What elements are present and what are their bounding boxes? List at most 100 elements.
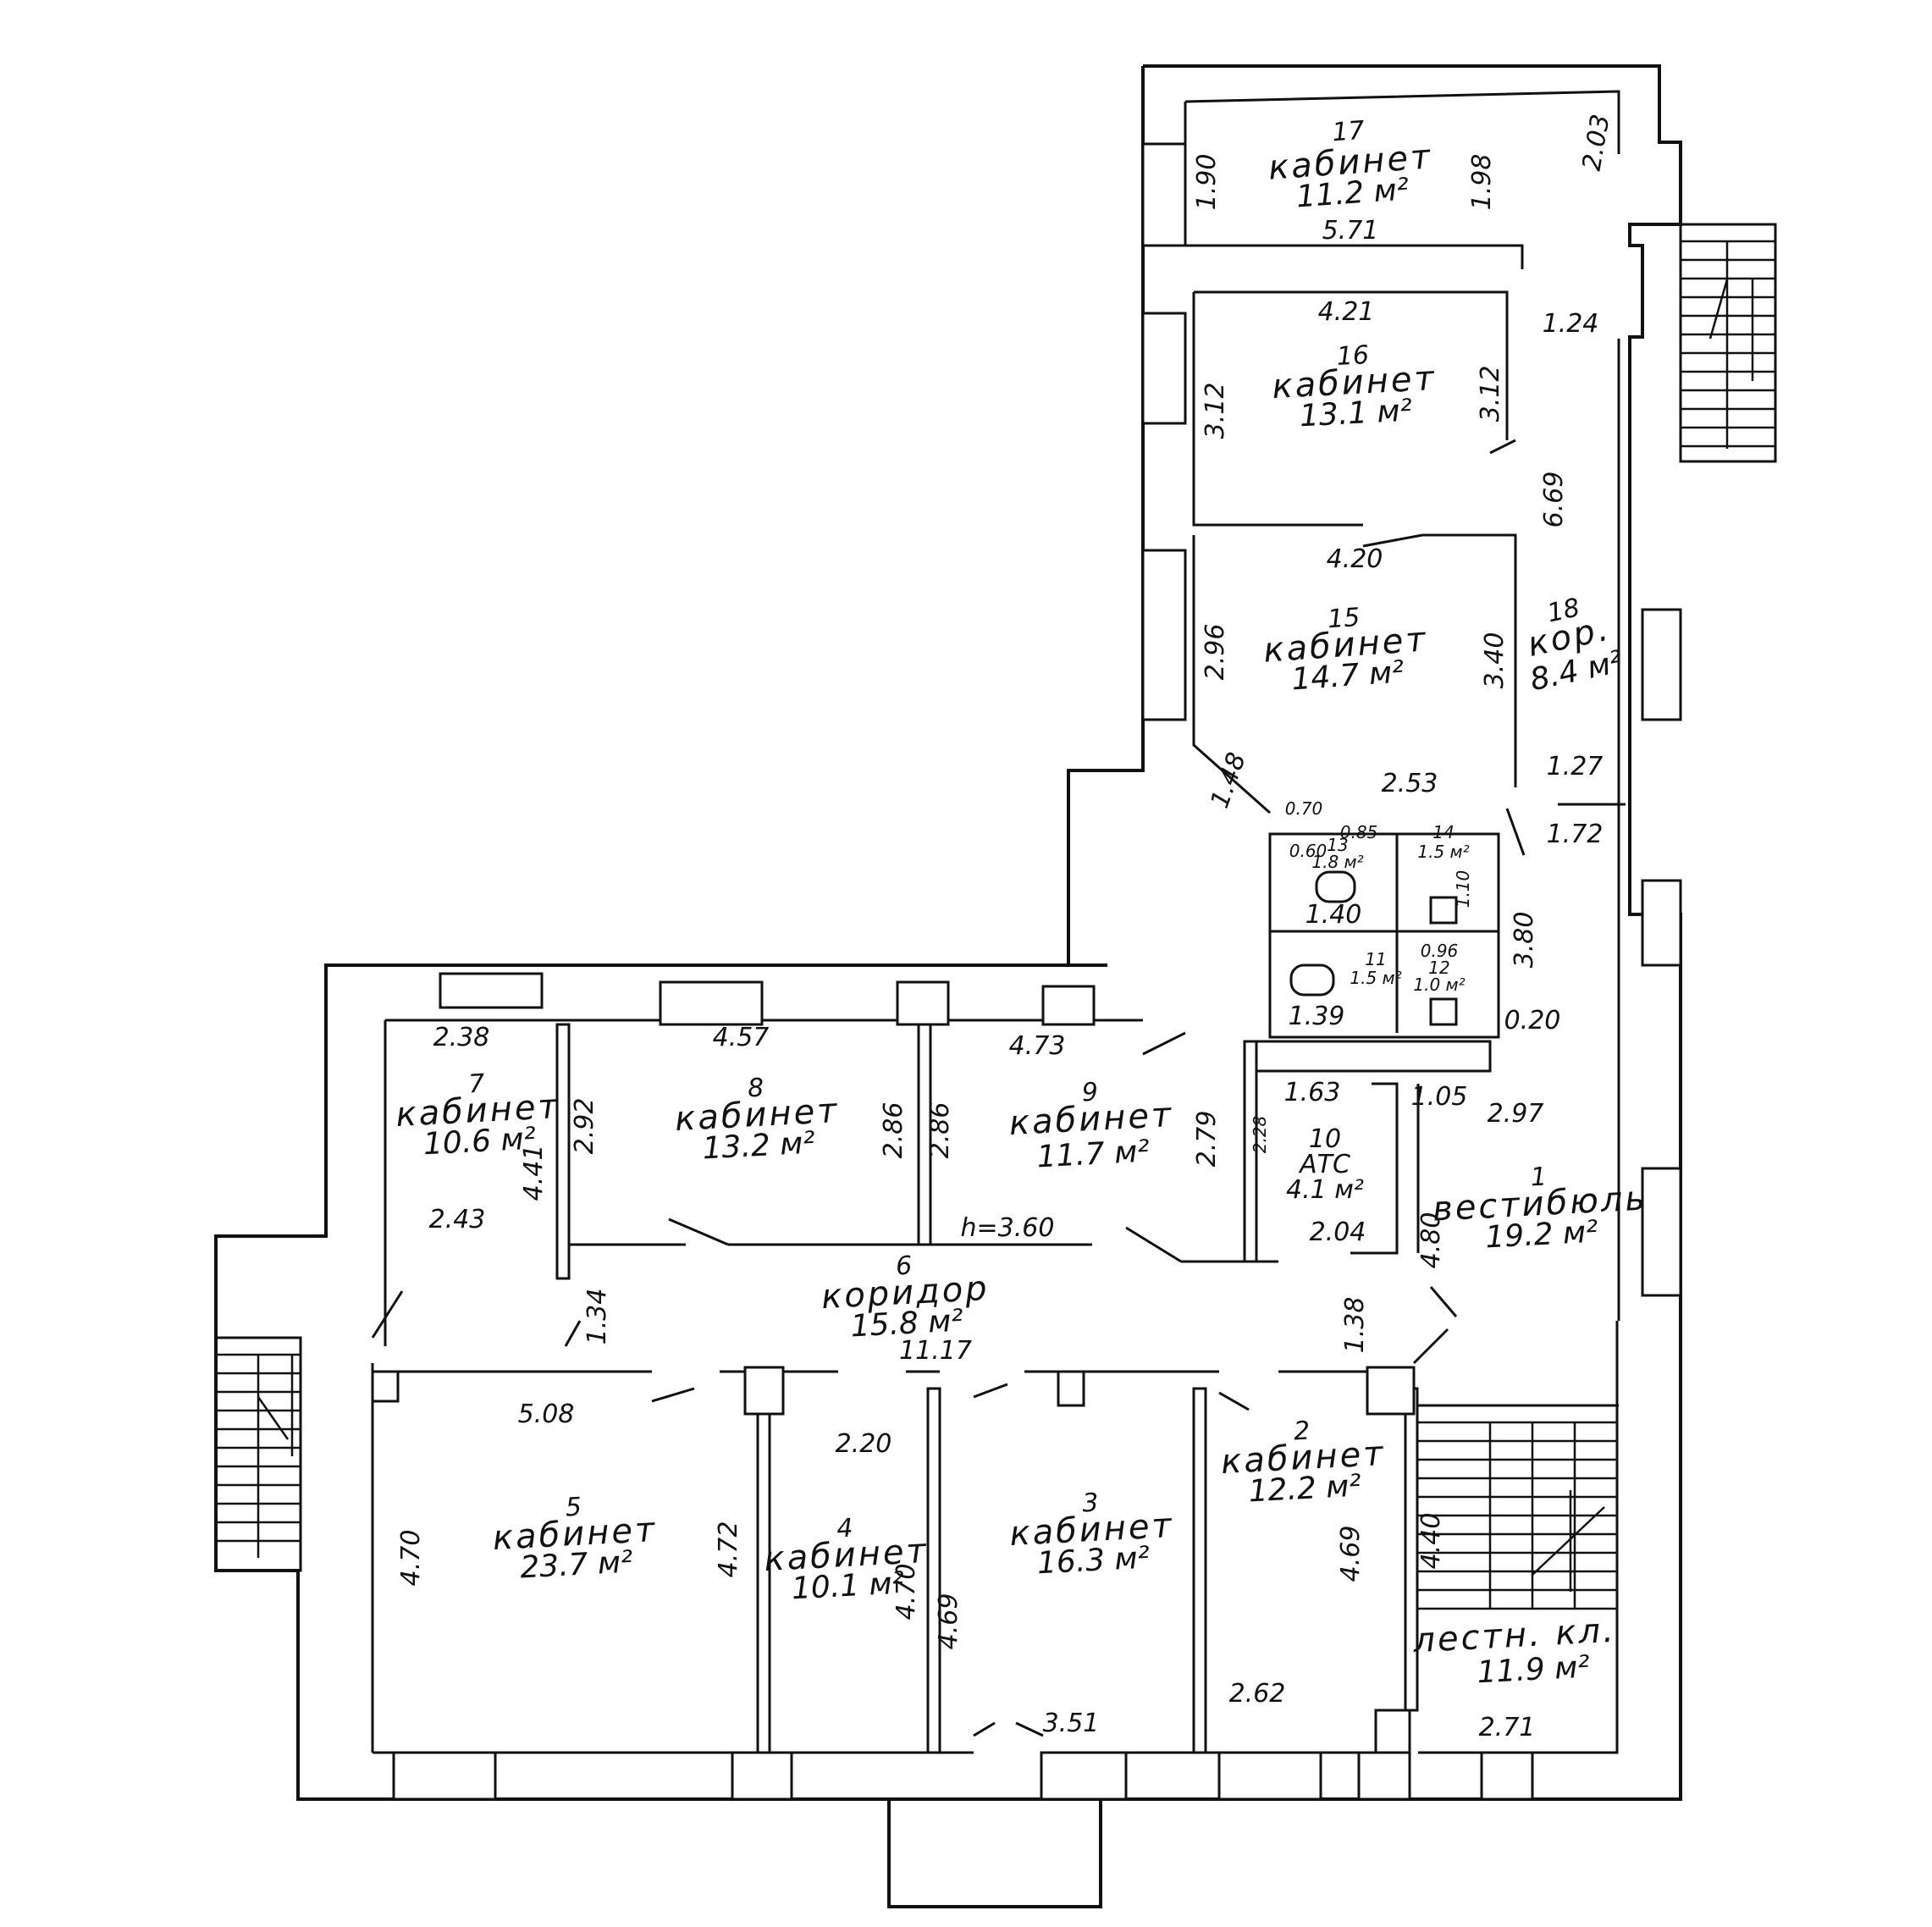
room-12-label: 12 1.0 м² [1413,958,1465,995]
svg-text:3.40: 3.40 [1480,632,1510,689]
svg-text:2.20: 2.20 [836,1429,892,1459]
svg-text:12: 12 [1428,958,1449,978]
svg-text:0.96: 0.96 [1421,941,1459,961]
svg-text:2.92: 2.92 [570,1098,599,1155]
svg-text:10.1 м²: 10.1 м² [791,1566,905,1607]
sink-14-icon [1429,896,1458,925]
room-8-label: 8 кабинет 13.2 м² [674,1074,841,1167]
svg-text:1.38: 1.38 [1340,1297,1370,1354]
svg-text:2.28: 2.28 [1250,1116,1270,1154]
svg-text:6: 6 [895,1251,913,1282]
room-14-label: 14 1.5 м² [1417,822,1469,862]
svg-text:4.69: 4.69 [1336,1526,1366,1582]
svg-text:12.2 м²: 12.2 м² [1248,1469,1362,1510]
svg-text:13.1 м²: 13.1 м² [1299,394,1413,434]
stair-hall-label: лестн. кл. 11.9 м² [1411,1611,1617,1691]
svg-text:1.98: 1.98 [1467,154,1497,211]
svg-text:10.6 м²: 10.6 м² [422,1122,537,1162]
svg-text:10: 10 [1309,1124,1341,1154]
svg-text:3: 3 [1081,1488,1099,1519]
svg-text:2: 2 [1293,1416,1311,1447]
svg-text:11.9 м²: 11.9 м² [1477,1649,1591,1690]
svg-text:1.39: 1.39 [1289,1002,1345,1031]
svg-text:13: 13 [1327,835,1348,855]
svg-text:8: 8 [747,1074,765,1104]
svg-text:4.70: 4.70 [396,1530,426,1587]
svg-text:23.7 м²: 23.7 м² [519,1545,633,1586]
north-wing-west-wall [1067,66,1145,967]
svg-text:11.7 м²: 11.7 м² [1036,1135,1151,1175]
svg-text:1.05: 1.05 [1411,1082,1468,1112]
svg-text:2.86: 2.86 [925,1102,955,1159]
room-4-label: 4 кабинет 10.1 м² [763,1514,930,1607]
sanitary-fixtures [1289,870,1458,1026]
svg-text:2.96: 2.96 [1201,624,1230,681]
svg-text:15: 15 [1327,603,1361,635]
room-7-label: 7 кабинет 10.6 м² [395,1069,561,1162]
svg-text:2.53: 2.53 [1382,769,1438,798]
svg-text:0.20: 0.20 [1504,1006,1561,1035]
room-11-label: 11 1.5 м² [1350,949,1401,988]
svg-text:4.20: 4.20 [1327,544,1383,574]
room-16-label: 16 кабинет 13.1 м² [1271,340,1438,434]
room-15-label: 15 кабинет 14.7 м² [1262,603,1429,698]
svg-text:1: 1 [1530,1162,1548,1193]
svg-text:2.03: 2.03 [1577,112,1616,173]
svg-text:4.40: 4.40 [1416,1513,1446,1570]
svg-text:0.70: 0.70 [1285,798,1323,819]
svg-text:1.90: 1.90 [1192,154,1222,211]
svg-text:14: 14 [1432,822,1454,842]
svg-text:1.10: 1.10 [1453,870,1473,908]
svg-text:4.57: 4.57 [713,1023,770,1052]
svg-text:2.71: 2.71 [1479,1713,1536,1742]
room-6-label: 6 коридор 15.8 м² [820,1251,991,1344]
room-3-label: 3 кабинет 16.3 м² [1008,1488,1175,1582]
svg-text:1.40: 1.40 [1305,900,1362,930]
dimension-labels: 1.90 1.98 5.71 2.03 4.21 3.12 3.12 1.24 … [396,112,1616,1742]
svg-text:3.80: 3.80 [1510,912,1539,969]
svg-text:кабинет: кабинет [1008,1096,1175,1143]
svg-text:16: 16 [1336,340,1370,372]
svg-text:1.5 м²: 1.5 м² [1350,968,1401,988]
svg-text:3.12: 3.12 [1476,366,1505,422]
room-5-label: 5 кабинет 23.7 м² [492,1493,659,1586]
svg-text:17: 17 [1331,116,1366,148]
toilet-11-icon [1289,964,1335,997]
svg-text:4.70: 4.70 [891,1564,921,1621]
svg-text:4.80: 4.80 [1416,1212,1446,1269]
svg-text:1.34: 1.34 [582,1289,612,1345]
svg-text:1.24: 1.24 [1543,309,1599,339]
stair-south-east [1418,1421,1617,1610]
room-labels: 17 кабинет 11.2 м² 16 кабинет 13.1 м² 15… [395,116,1648,1691]
svg-text:2.97: 2.97 [1488,1099,1544,1129]
svg-text:4.73: 4.73 [1009,1031,1066,1061]
svg-text:кабинет: кабинет [674,1091,841,1139]
room-1-label: 1 вестибюль 19.2 м² [1432,1162,1648,1256]
svg-text:1.63: 1.63 [1284,1078,1341,1107]
svg-text:2.62: 2.62 [1229,1679,1286,1709]
svg-text:0.60: 0.60 [1289,841,1328,861]
room-9-label: 9 кабинет 11.7 м² [1008,1078,1175,1175]
room-18-label: 18 кор. 8.4 м² [1524,593,1626,698]
svg-text:5.08: 5.08 [518,1400,575,1429]
svg-text:коридор: коридор [820,1269,991,1317]
room-13-label: 13 1.8 м² [1311,835,1363,872]
svg-text:1.27: 1.27 [1547,752,1604,781]
svg-text:2.38: 2.38 [433,1023,490,1052]
svg-text:4.41: 4.41 [519,1145,549,1201]
svg-text:11.17: 11.17 [899,1336,972,1366]
svg-text:4: 4 [836,1514,853,1544]
svg-text:кабинет: кабинет [492,1510,659,1558]
svg-text:18: 18 [1544,593,1582,628]
room-17-label: 17 кабинет 11.2 м² [1267,116,1434,215]
svg-text:5.71: 5.71 [1322,216,1379,246]
room-10-label: 10 АТС 4.1 м² [1286,1124,1364,1205]
svg-text:4.72: 4.72 [714,1521,743,1578]
svg-text:13.2 м²: 13.2 м² [702,1126,816,1167]
svg-text:1.0 м²: 1.0 м² [1413,975,1465,995]
svg-text:16.3 м²: 16.3 м² [1036,1541,1151,1582]
svg-text:1.72: 1.72 [1547,820,1604,849]
svg-text:h=3.60: h=3.60 [961,1213,1055,1243]
svg-text:кабинет: кабинет [1220,1434,1387,1482]
